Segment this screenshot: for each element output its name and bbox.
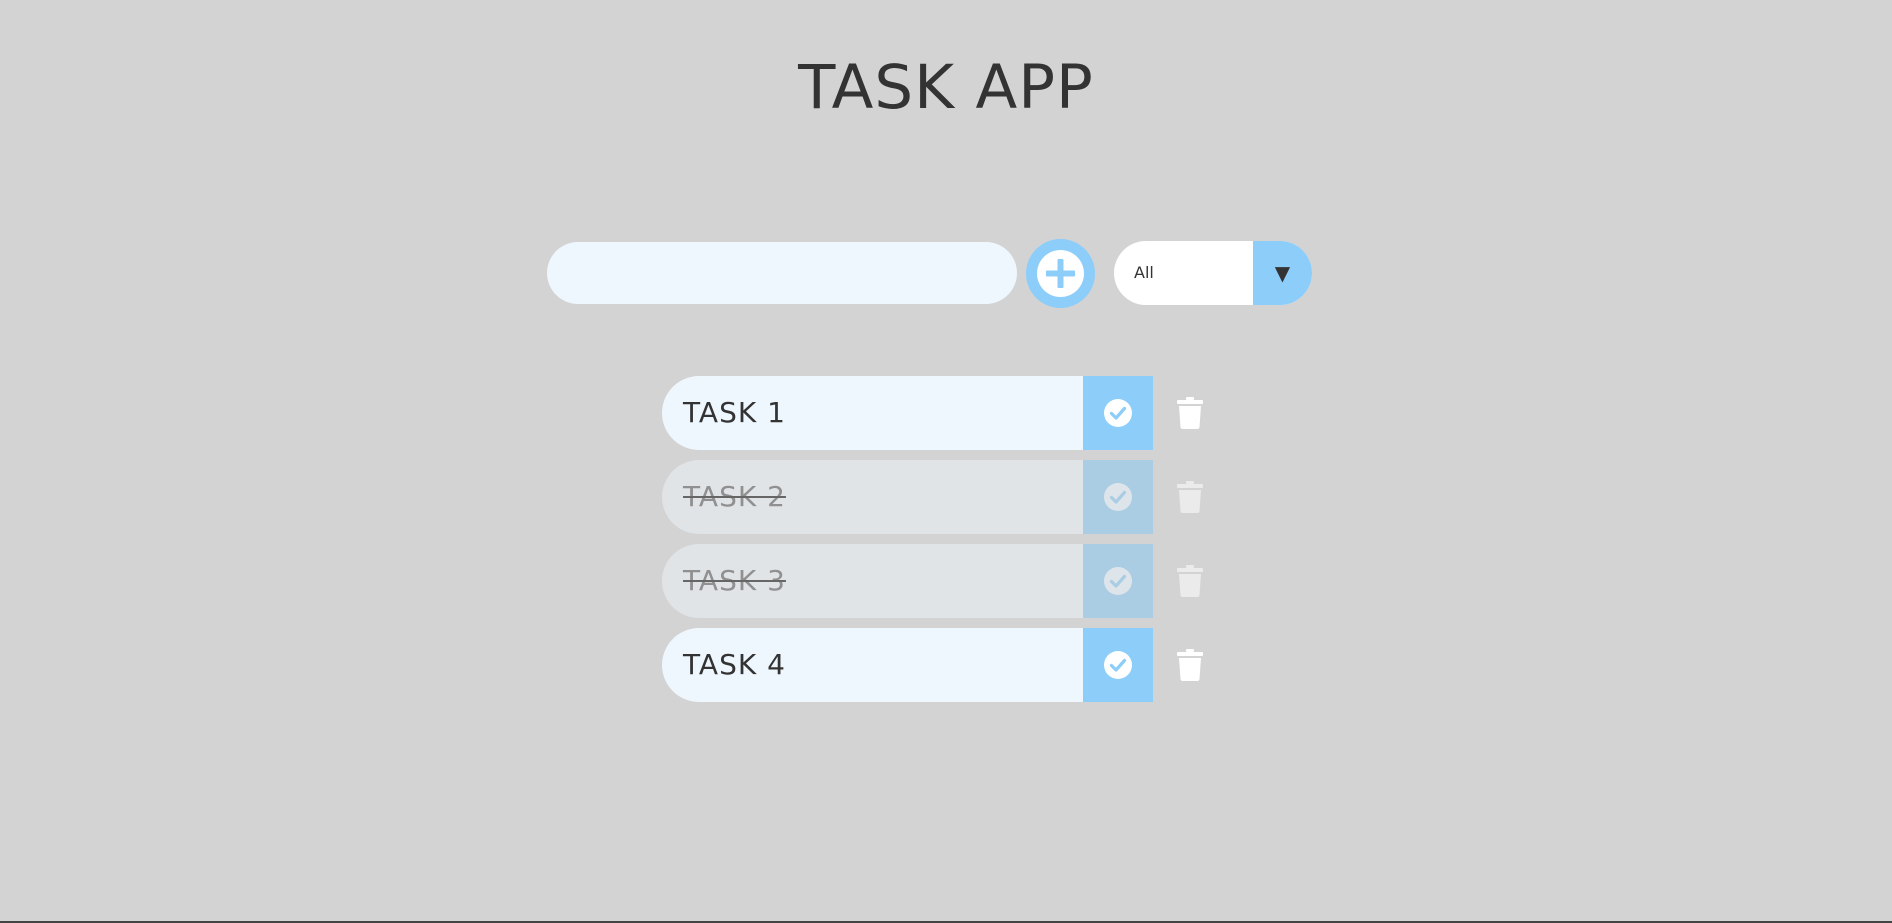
delete-button[interactable] [1168,460,1212,534]
trash-icon [1177,397,1203,429]
complete-button[interactable] [1083,376,1153,450]
task-item: TASK 1 [662,376,1203,450]
page-title: TASK APP [798,52,1094,123]
task-text: TASK 4 [683,648,786,681]
task-text: TASK 2 [683,480,786,513]
task-text: TASK 1 [683,396,786,429]
chevron-down-icon: ▼ [1253,241,1312,305]
task-body: TASK 3 [662,544,1083,618]
trash-icon [1177,649,1203,681]
check-circle-icon [1104,567,1132,595]
check-circle-icon [1104,483,1132,511]
filter-select[interactable]: All ▼ [1114,241,1312,305]
add-task-button[interactable] [1026,239,1095,308]
complete-button[interactable] [1083,460,1153,534]
task-body: TASK 2 [662,460,1083,534]
task-body: TASK 1 [662,376,1083,450]
task-input[interactable] [547,242,1017,304]
trash-icon [1177,481,1203,513]
delete-button[interactable] [1168,544,1212,618]
delete-button[interactable] [1168,376,1212,450]
trash-icon [1177,565,1203,597]
plus-circle-icon [1037,250,1084,297]
complete-button[interactable] [1083,628,1153,702]
check-circle-icon [1104,651,1132,679]
task-item: TASK 2 [662,460,1203,534]
delete-button[interactable] [1168,628,1212,702]
bottom-divider [0,921,1892,923]
filter-selected-value: All [1134,263,1154,282]
check-circle-icon [1104,399,1132,427]
task-item: TASK 4 [662,628,1203,702]
task-text: TASK 3 [683,564,786,597]
task-item: TASK 3 [662,544,1203,618]
task-body: TASK 4 [662,628,1083,702]
task-list: TASK 1 TASK 2 [662,376,1203,712]
complete-button[interactable] [1083,544,1153,618]
